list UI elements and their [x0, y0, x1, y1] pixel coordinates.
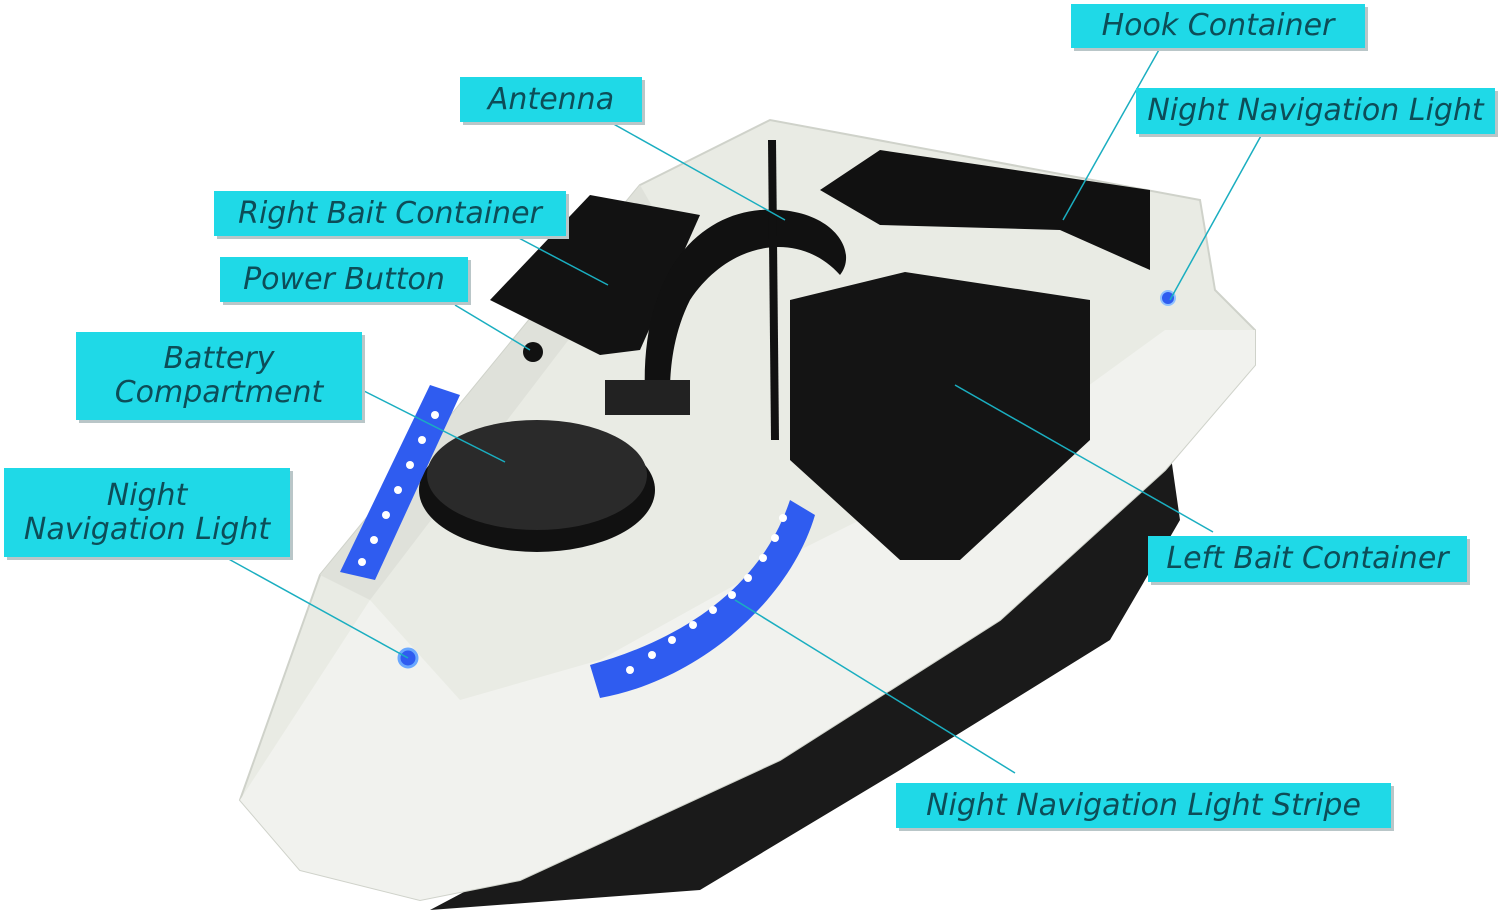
label-text: Night — [106, 477, 188, 513]
label-text: Navigation Light — [23, 511, 271, 547]
led-stripe-left — [340, 385, 460, 580]
label-text: Right Bait Container — [238, 195, 542, 231]
label-text: Night Navigation Light — [1147, 93, 1484, 128]
right-bait-container — [490, 195, 700, 355]
label-right-bait-container: Right Bait Container — [214, 191, 566, 236]
rear-night-light — [1160, 290, 1176, 306]
label-text: Antenna — [487, 81, 615, 117]
leader-lines — [224, 47, 1263, 774]
label-power-button: Power Button — [220, 257, 468, 302]
label-left-bait-container: Left Bait Container — [1148, 536, 1467, 582]
handle — [605, 209, 847, 415]
power-button — [523, 342, 543, 362]
label-text: Left Bait Container — [1166, 541, 1449, 576]
label-night-light-stripe: Night Navigation Light Stripe — [896, 783, 1391, 828]
label-text: Battery — [163, 341, 275, 376]
label-hook-container: Hook Container — [1071, 4, 1365, 48]
left-bait-container — [790, 272, 1090, 560]
label-night-light-rear: Night Navigation Light — [1136, 88, 1495, 134]
label-text: Night Navigation Light Stripe — [926, 787, 1361, 823]
label-text: Power Button — [243, 261, 445, 297]
led-stripe-right — [590, 500, 815, 698]
label-text: Compartment — [114, 375, 324, 410]
label-antenna: Antenna — [460, 77, 642, 122]
label-text: Hook Container — [1101, 8, 1335, 43]
hook-container — [820, 150, 1150, 270]
hull-bottom — [430, 450, 1180, 910]
battery-lid — [419, 420, 655, 552]
antenna — [768, 139, 779, 441]
